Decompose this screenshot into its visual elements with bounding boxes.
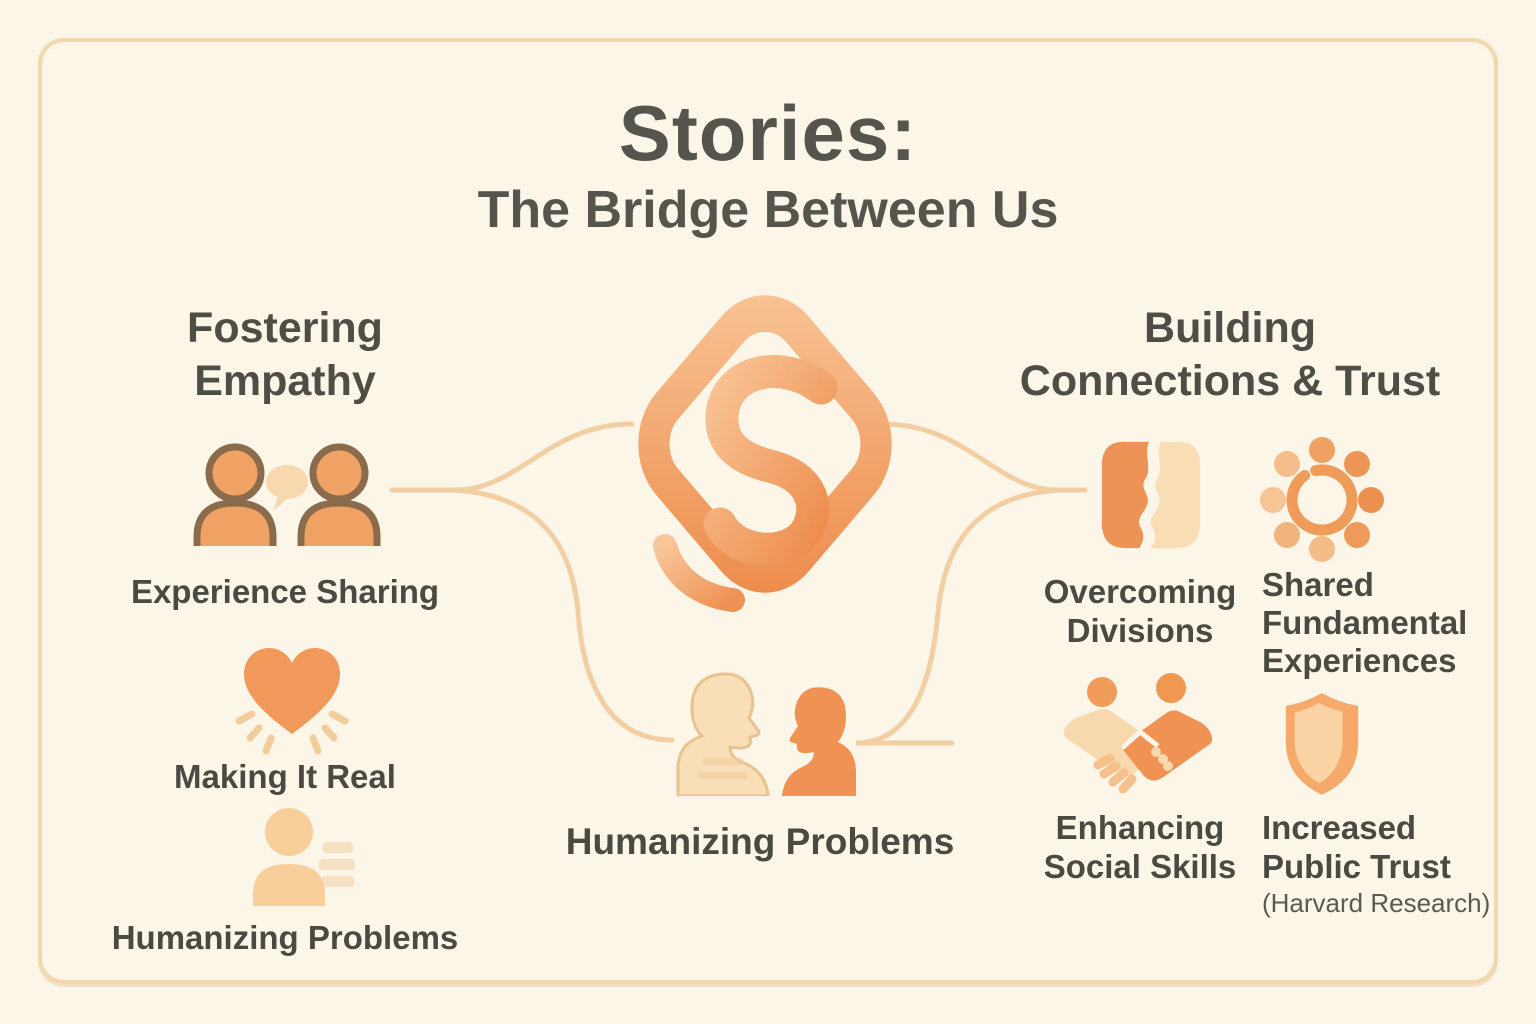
left-heading-line-2: Empathy (194, 357, 376, 405)
main-title: Stories: (618, 89, 918, 177)
two-people-chat-icon (193, 443, 381, 546)
shield-icon (1285, 693, 1359, 795)
right-item-label-overcoming-divisions: Overcoming Divisions (1043, 573, 1237, 649)
center-caption: Humanizing Problems (565, 821, 955, 862)
right-item-label-shared-experiences: Shared Fundamental Experiences (1262, 566, 1468, 679)
radiant-heart-icon (235, 648, 349, 755)
left-heading-line-1: Fostering (187, 304, 383, 352)
main-subtitle: The Bridge Between Us (477, 181, 1059, 239)
round-table-people-icon (1260, 437, 1384, 562)
right-heading-line-1: Building (1144, 304, 1316, 352)
right-item-label-increased-public-trust: Increased Public Trust (1262, 809, 1451, 885)
split-faces-icon (1101, 441, 1201, 549)
right-item-subtext-harvard-research: (Harvard Research) (1262, 888, 1491, 918)
right-section-heading: Building Connections & Trust (1000, 302, 1460, 408)
two-profiles-facing-icon (676, 672, 856, 796)
person-list-icon (253, 808, 355, 906)
interlocked-s-logo (638, 295, 892, 612)
left-item-label-experience-sharing: Experience Sharing (130, 573, 440, 610)
left-section-heading: Fostering Empathy (110, 302, 460, 408)
left-item-label-humanizing-problems: Humanizing Problems (111, 919, 459, 956)
handshake-icon (1063, 673, 1213, 794)
right-item-label-enhancing-social-skills: Enhancing Social Skills (1043, 809, 1237, 885)
left-item-label-making-it-real: Making It Real (174, 758, 396, 795)
right-heading-line-2: Connections & Trust (1019, 357, 1441, 405)
